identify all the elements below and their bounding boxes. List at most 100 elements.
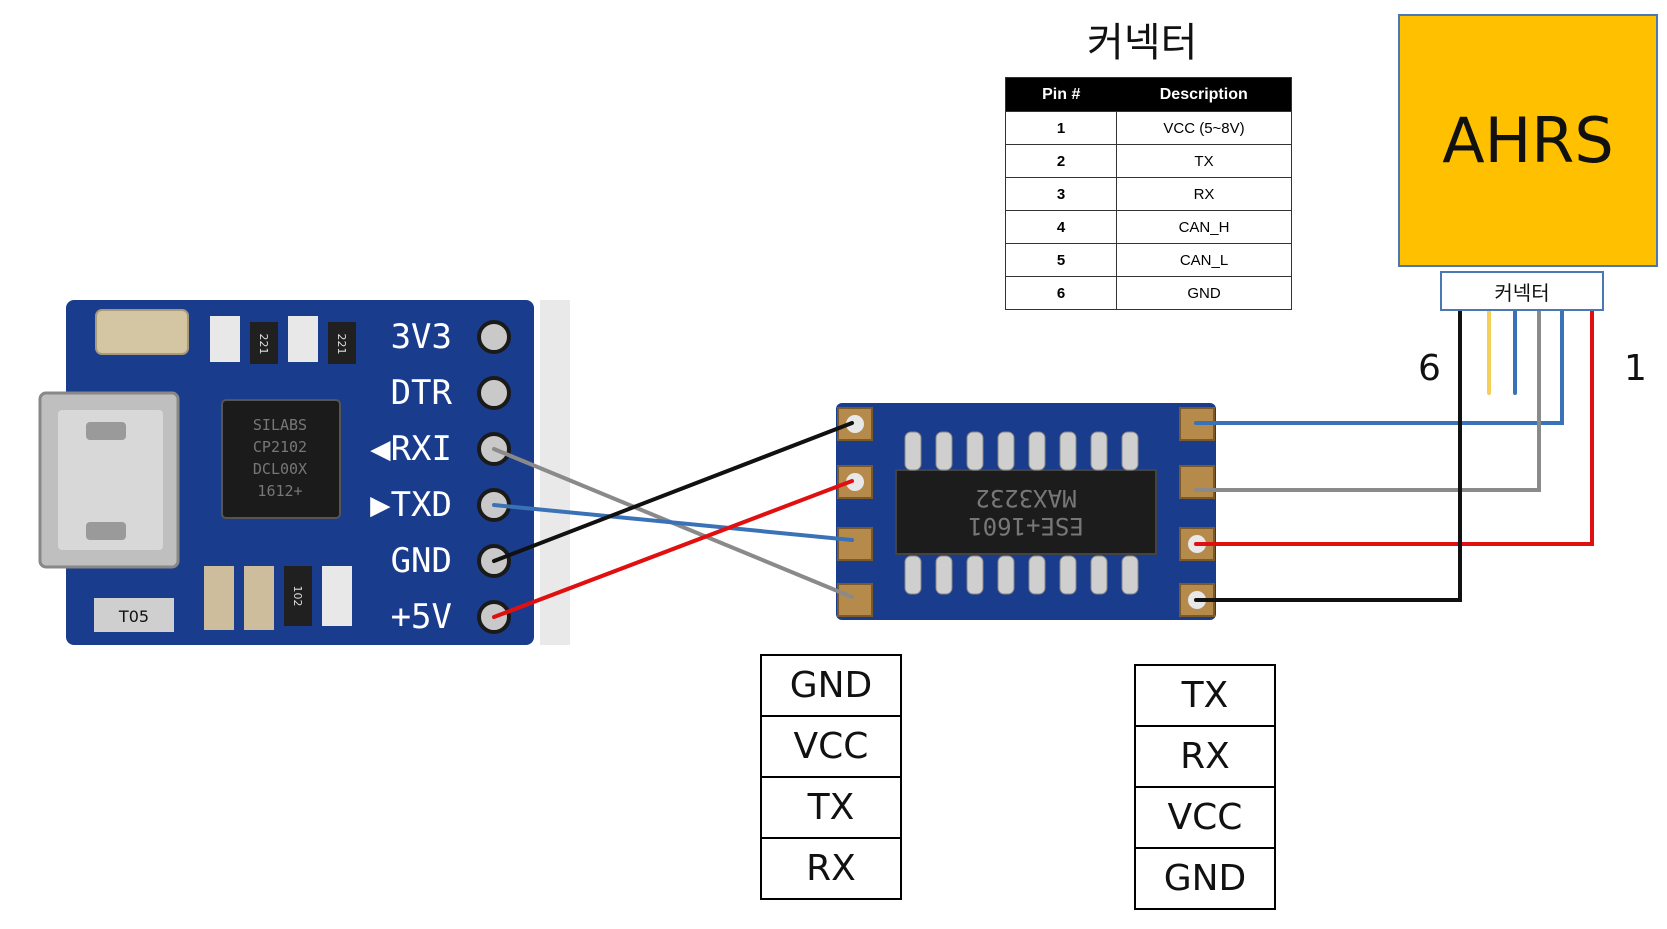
wire-txd-blue xyxy=(492,503,854,542)
max-chip-text-1: MAX3232 xyxy=(975,484,1076,512)
usb-notch-top xyxy=(86,422,126,440)
ahrs-connector: 커넥터 xyxy=(1440,271,1604,311)
desc-cell: VCC (5~8V) xyxy=(1116,111,1292,145)
cap-bottom-2 xyxy=(244,566,274,630)
connector-title: 커넥터 xyxy=(1087,20,1198,66)
pin-cell: 2 xyxy=(1005,144,1117,178)
chip-leg-top xyxy=(904,431,922,471)
chip-leg-bottom xyxy=(1121,555,1139,595)
max-hole-left-2 xyxy=(846,473,864,491)
wire-rx-gray xyxy=(1194,309,1541,492)
wire-tx-blue xyxy=(1194,309,1564,425)
chip-leg-bottom xyxy=(935,555,953,595)
resistor-bottom xyxy=(284,566,312,626)
wire-gnd-black-2 xyxy=(1194,309,1462,602)
pin-label-dtr: DTR xyxy=(391,373,453,413)
chip-leg-bottom xyxy=(997,555,1015,595)
right-label-vcc: VCC xyxy=(1134,786,1276,849)
capacitor-top-left xyxy=(95,309,189,355)
max-pad-left-4 xyxy=(837,583,873,617)
chip-leg-top xyxy=(1059,431,1077,471)
pin-cell: 6 xyxy=(1005,276,1117,310)
pin-number-1: 1 xyxy=(1624,348,1647,389)
pin-label-txd: ▶TXD xyxy=(370,485,452,525)
pin-header: Pin # xyxy=(1005,77,1117,112)
pad-dtr xyxy=(477,376,511,410)
chip-text-3: DCL00X xyxy=(253,460,307,478)
pin-label-gnd: GND xyxy=(391,541,452,581)
ahrs-box: AHRS xyxy=(1398,14,1658,267)
usb-uart-board: 221 221 SILABS CP2102 DCL00X 1612+ T05 1… xyxy=(38,300,570,645)
resistor-top-2 xyxy=(328,322,356,364)
resistor-label-2: 221 xyxy=(335,334,348,355)
regulator-label: T05 xyxy=(118,607,149,626)
wire-vcc-red xyxy=(1194,309,1594,546)
chip-legs xyxy=(904,431,1139,595)
chip-text-2: CP2102 xyxy=(253,438,307,456)
cp2102-chip xyxy=(221,399,341,519)
description-header: Description xyxy=(1116,77,1292,112)
right-label-rx: RX xyxy=(1134,725,1276,788)
chip-leg-top xyxy=(1028,431,1046,471)
chip-leg-top xyxy=(966,431,984,471)
desc-cell: CAN_H xyxy=(1116,210,1292,244)
chip-leg-bottom xyxy=(904,555,922,595)
chip-leg-bottom xyxy=(1059,555,1077,595)
left-label-gnd: GND xyxy=(760,654,902,717)
max-pad-right-2 xyxy=(1179,465,1215,499)
wires xyxy=(492,309,1594,619)
desc-cell: CAN_L xyxy=(1116,243,1292,277)
max-pad-left-2 xyxy=(837,465,873,499)
left-label-rx: RX xyxy=(760,837,902,900)
pin-cell: 4 xyxy=(1005,210,1117,244)
max-right-pin-labels: TX RX VCC GND xyxy=(1134,664,1276,910)
led-bottom xyxy=(322,566,352,626)
pin-cell: 3 xyxy=(1005,177,1117,211)
pin-cell: 5 xyxy=(1005,243,1117,277)
chip-leg-top xyxy=(997,431,1015,471)
resistor-label-1: 221 xyxy=(257,334,270,355)
led-top-2 xyxy=(288,316,318,362)
resistor-label-3: 102 xyxy=(291,586,304,607)
max3232-board: MAX3232 ESE+1601 xyxy=(836,403,1216,620)
max-hole-left-1 xyxy=(846,415,864,433)
pin-cell: 1 xyxy=(1005,111,1117,145)
left-label-vcc: VCC xyxy=(760,715,902,778)
usb-notch-bottom xyxy=(86,522,126,540)
right-label-gnd: GND xyxy=(1134,847,1276,910)
pin-label-rxi: ◀RXI xyxy=(370,429,452,469)
desc-cell: TX xyxy=(1116,144,1292,178)
chip-text-1: SILABS xyxy=(253,416,307,434)
wire-gnd-black xyxy=(492,421,854,563)
chip-text-4: 1612+ xyxy=(257,482,302,500)
chip-leg-top xyxy=(1121,431,1139,471)
pad-3v3 xyxy=(477,320,511,354)
pin-number-6: 6 xyxy=(1418,348,1441,389)
cap-bottom-1 xyxy=(204,566,234,630)
max3232-chip xyxy=(895,469,1157,555)
ahrs-label: AHRS xyxy=(1442,104,1614,177)
micro-usb-inner xyxy=(58,410,163,550)
resistor-top-1 xyxy=(250,322,278,364)
desc-cell: RX xyxy=(1116,177,1292,211)
left-label-tx: TX xyxy=(760,776,902,839)
chip-leg-bottom xyxy=(1090,555,1108,595)
max-left-pin-labels: GND VCC TX RX xyxy=(760,654,902,900)
chip-leg-bottom xyxy=(1028,555,1046,595)
wire-5v-red xyxy=(492,479,854,619)
right-label-tx: TX xyxy=(1134,664,1276,727)
regulator xyxy=(94,598,174,632)
pin-table-header: Pin # Description xyxy=(1005,77,1292,112)
pin-label-3v3: 3V3 xyxy=(391,317,452,357)
chip-leg-bottom xyxy=(966,555,984,595)
max-pad-left-3 xyxy=(837,527,873,561)
desc-cell: GND xyxy=(1116,276,1292,310)
